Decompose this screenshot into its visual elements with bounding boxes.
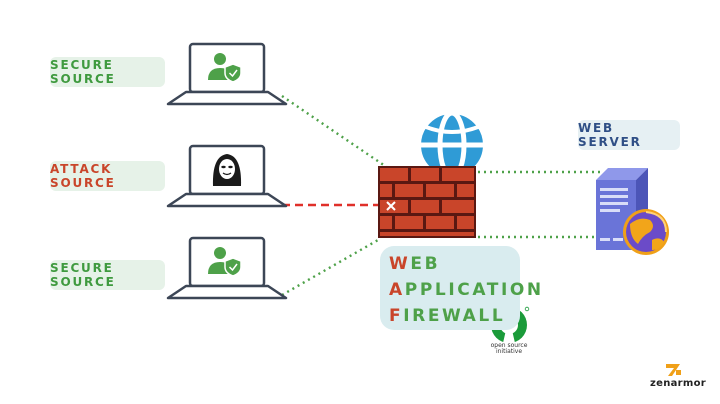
- osi-caption: open source initiative: [490, 342, 528, 355]
- secure-laptop-top: [166, 42, 288, 106]
- secure-source-label-bottom: SECURE SOURCE: [50, 260, 165, 290]
- server-globe-icon: [623, 209, 669, 255]
- waf-label-box: [380, 246, 520, 330]
- secure-source-label-top: SECURE SOURCE: [50, 57, 165, 87]
- zenarmor-brand-name: zenarmor: [650, 378, 707, 389]
- web-server-label: WEB SERVER: [578, 120, 680, 150]
- zenarmor-logo-icon: [666, 364, 681, 376]
- secure-laptop-bottom: [166, 236, 288, 300]
- hacker-icon: [212, 154, 242, 186]
- user-shield-icon: [208, 247, 242, 277]
- attack-source-label: ATTACK SOURCE: [50, 161, 165, 191]
- waf-line-firewall: FIREWALL: [389, 306, 506, 326]
- user-shield-icon: [208, 53, 242, 83]
- firewall-brick-wall-icon: [378, 166, 476, 238]
- secure-connection-line-top: [281, 95, 389, 169]
- waf-line-web: WEB: [389, 254, 441, 274]
- waf-line-application: APPLICATION: [389, 280, 544, 300]
- secure-connection-line-bottom: [281, 238, 379, 297]
- blocked-x-icon: [386, 201, 396, 211]
- attack-laptop: [166, 144, 288, 208]
